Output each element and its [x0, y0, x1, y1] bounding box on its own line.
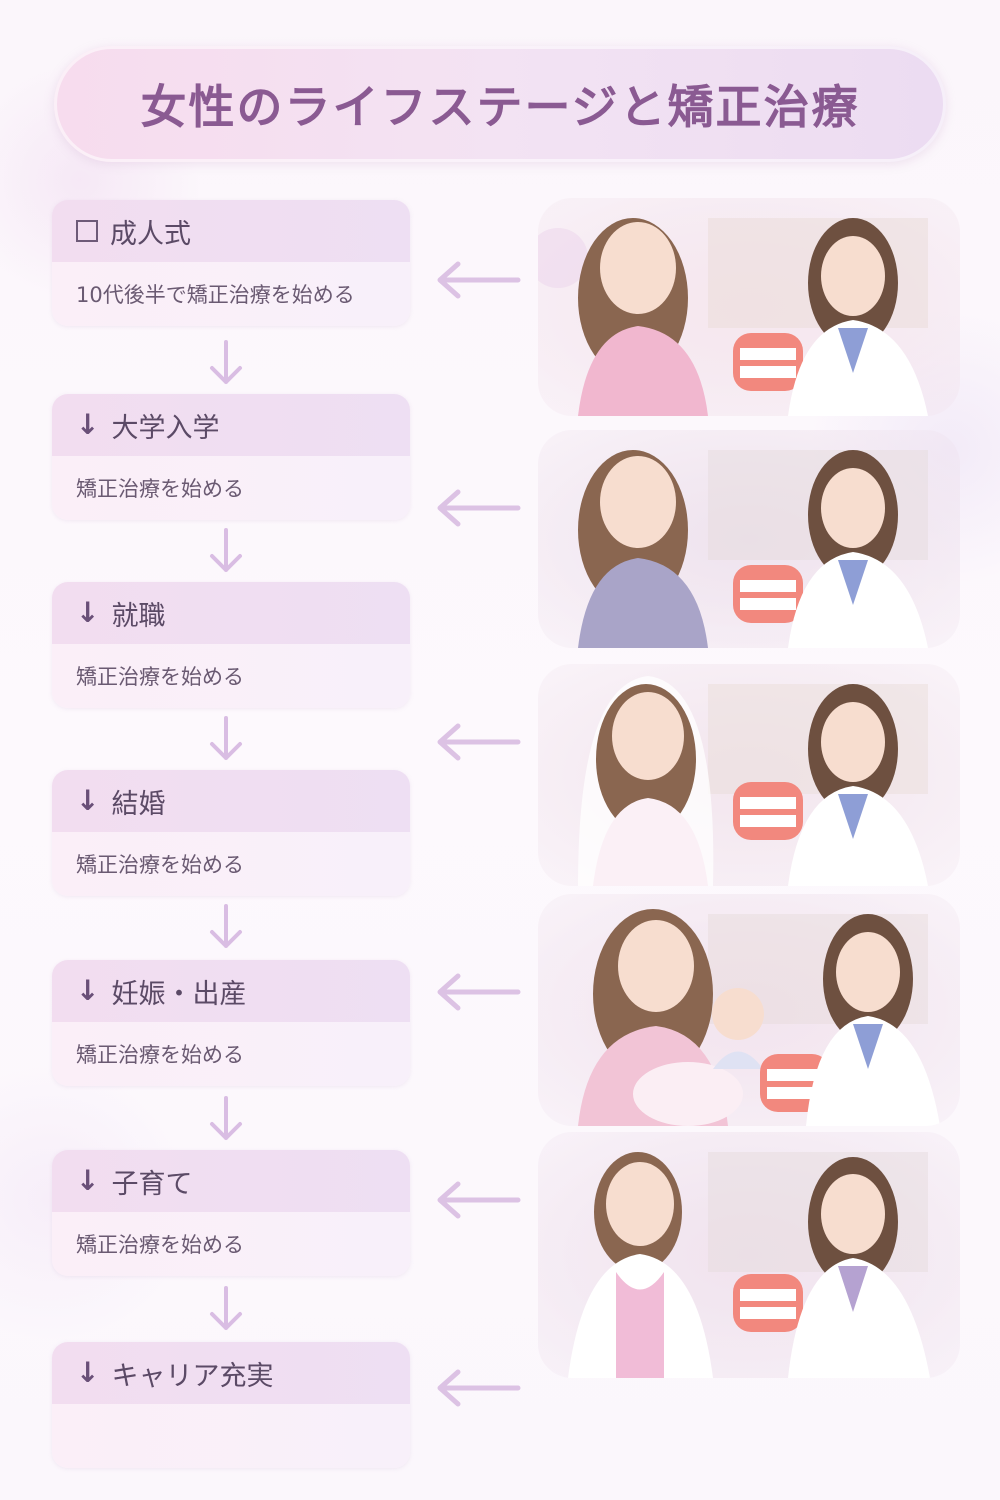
- stage-label: 妊娠・出産: [111, 978, 247, 1010]
- stage-description-row: 矯正治療を始める: [52, 1022, 410, 1086]
- stage-card-child-rearing: ↓ 子育て 矯正治療を始める: [52, 1150, 410, 1276]
- down-arrow-icon: ↓: [76, 1356, 100, 1389]
- stage-label: 成人式: [110, 218, 191, 250]
- stage-description: 矯正治療を始める: [76, 665, 244, 689]
- illustration-pregnancy: [538, 894, 960, 1126]
- stage-label: 結婚: [111, 788, 166, 820]
- down-arrow-icon: ↓: [76, 408, 100, 441]
- stage-label: キャリア充実: [111, 1360, 274, 1392]
- stage-label: 大学入学: [111, 412, 220, 444]
- stage-description-row: 矯正治療を始める: [52, 456, 410, 520]
- stage-card-marriage: ↓ 結婚 矯正治療を始める: [52, 770, 410, 896]
- stage-card-employment: ↓ 就職 矯正治療を始める: [52, 582, 410, 708]
- stage-description-row: 10代後半で矯正治療を始める: [52, 262, 410, 326]
- left-arrow-icon: [437, 723, 521, 761]
- stage-header: ↓ 大学入学: [52, 394, 410, 456]
- illustration-marriage: [538, 664, 960, 886]
- stage-header: 成人式: [52, 200, 410, 262]
- left-arrow-icon: [437, 261, 521, 299]
- stage-description: 矯正治療を始める: [76, 853, 244, 877]
- stage-card-coming-of-age: 成人式 10代後半で矯正治療を始める: [52, 200, 410, 326]
- down-arrow-icon: ↓: [76, 1164, 100, 1197]
- stage-card-career: ↓ キャリア充実: [52, 1342, 410, 1468]
- stage-description-row: 矯正治療を始める: [52, 644, 410, 708]
- left-arrow-icon: [437, 1181, 521, 1219]
- stage-label: 子育て: [111, 1168, 193, 1200]
- stage-header: ↓ 妊娠・出産: [52, 960, 410, 1022]
- title-banner: 女性のライフステージと矯正治療: [54, 46, 946, 162]
- connector-down-arrow-icon: [210, 528, 242, 572]
- stage-description: 矯正治療を始める: [76, 1043, 244, 1067]
- left-arrow-icon: [437, 489, 521, 527]
- illustration-child-rearing: [538, 1132, 960, 1378]
- checkbox-icon: [76, 220, 98, 242]
- stage-header: ↓ 就職: [52, 582, 410, 644]
- down-arrow-icon: ↓: [76, 974, 100, 1007]
- illustration-university: [538, 430, 960, 648]
- stage-description-row: [52, 1404, 410, 1468]
- down-arrow-icon: ↓: [76, 596, 100, 629]
- left-arrow-icon: [437, 973, 521, 1011]
- stage-header: ↓ キャリア充実: [52, 1342, 410, 1404]
- stage-label: 就職: [111, 600, 166, 632]
- down-arrow-icon: ↓: [76, 784, 100, 817]
- stage-description-row: 矯正治療を始める: [52, 832, 410, 896]
- stage-header: ↓ 結婚: [52, 770, 410, 832]
- stage-description: 矯正治療を始める: [76, 1233, 244, 1257]
- connector-down-arrow-icon: [210, 716, 242, 760]
- page-title: 女性のライフステージと矯正治療: [140, 80, 860, 134]
- stage-header: ↓ 子育て: [52, 1150, 410, 1212]
- stage-card-university: ↓ 大学入学 矯正治療を始める: [52, 394, 410, 520]
- connector-down-arrow-icon: [210, 904, 242, 948]
- stage-description-row: 矯正治療を始める: [52, 1212, 410, 1276]
- connector-down-arrow-icon: [210, 340, 242, 384]
- stage-card-pregnancy: ↓ 妊娠・出産 矯正治療を始める: [52, 960, 410, 1086]
- connector-down-arrow-icon: [210, 1286, 242, 1330]
- illustration-coming-of-age: [538, 198, 960, 416]
- stage-description: 矯正治療を始める: [76, 477, 244, 501]
- left-arrow-icon: [437, 1369, 521, 1407]
- stage-description: 10代後半で矯正治療を始める: [76, 283, 355, 307]
- connector-down-arrow-icon: [210, 1096, 242, 1140]
